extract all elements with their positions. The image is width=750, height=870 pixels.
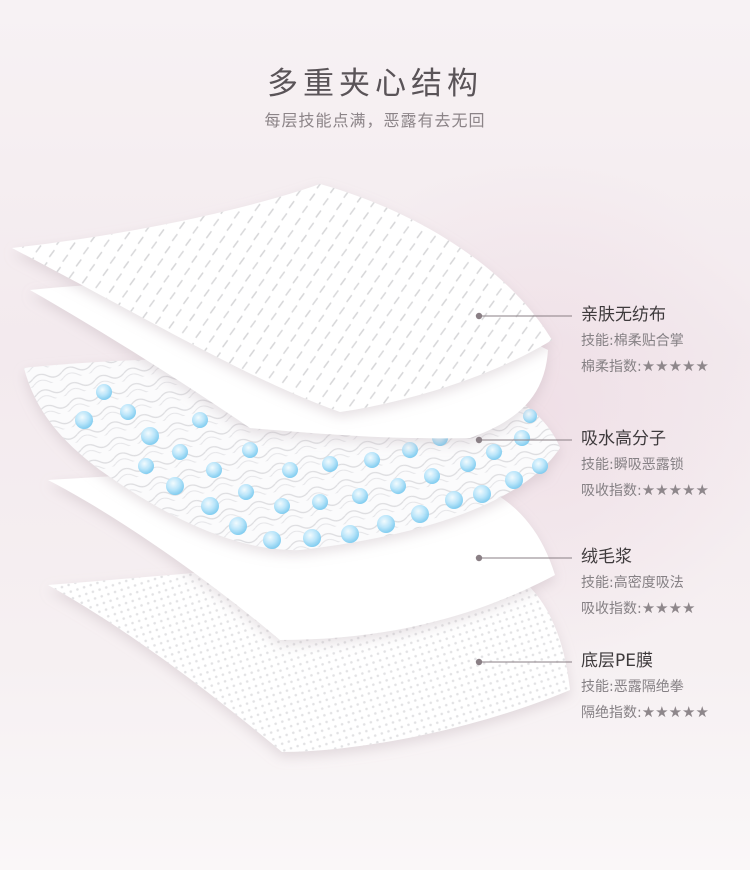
page-subtitle: 每层技能点满，恶露有去无回 [264,111,486,130]
leader-dot-4 [475,658,483,666]
layer-skill: 技能:高密度吸法 [581,575,684,591]
layer-index: 棉柔指数:★★★★★ [581,357,709,375]
layer-name: 亲肤无纺布 [581,305,666,325]
layer-index: 隔绝指数:★★★★★ [581,703,709,721]
page-title: 多重夹心结构 [267,66,483,102]
label-layer-3: 绒毛浆 技能:高密度吸法 吸收指数:★★★★ [581,546,696,624]
rating-stars: ★★★★★ [641,357,709,375]
leader-lines [475,312,572,666]
layer-name: 绒毛浆 [581,547,632,567]
rating-stars: ★★★★★ [641,703,709,721]
layer-skill: 技能:恶露隔绝拳 [581,679,684,695]
layer-skill: 技能:棉柔贴合掌 [581,333,684,349]
label-layer-4: 底层PE膜 技能:恶露隔绝拳 隔绝指数:★★★★★ [581,650,709,728]
layer-name: 底层PE膜 [581,651,653,671]
layer-nonwoven [12,184,552,412]
leader-dot-1 [475,312,483,320]
label-layer-2: 吸水高分子 技能:瞬吸恶露锁 吸收指数:★★★★★ [581,428,709,506]
leader-dot-3 [475,554,483,562]
layer-name: 吸水高分子 [581,429,666,449]
rating-stars: ★★★★ [641,599,696,617]
label-layer-1: 亲肤无纺布 技能:棉柔贴合掌 棉柔指数:★★★★★ [581,304,709,382]
rating-stars: ★★★★★ [641,481,709,499]
layer-index: 吸收指数:★★★★ [581,599,696,617]
leader-dot-2 [475,436,483,444]
layer-index: 吸收指数:★★★★★ [581,481,709,499]
layer-skill: 技能:瞬吸恶露锁 [581,457,684,473]
